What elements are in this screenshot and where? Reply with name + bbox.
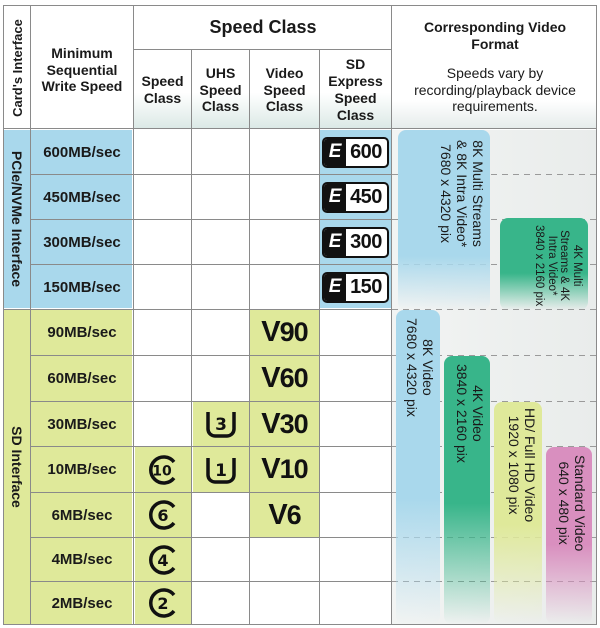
label-line: 7680 x 4320 pix <box>437 144 454 243</box>
label-line: 4K Video <box>470 385 486 442</box>
video-class-band <box>250 310 319 538</box>
uhs-value: 3 <box>215 415 227 435</box>
speed-class-value: 2 <box>157 594 168 613</box>
video-class-value: 60 <box>279 363 309 393</box>
speed-class-c10-badge: 10 <box>134 447 191 492</box>
label-4k-multi-streams: 4K Multi Streams & 4K Intra Video* 3840 … <box>532 225 583 306</box>
label-4k-video: 4K Video 3840 x 2160 pix <box>454 364 486 463</box>
label-line: Intra Video* <box>545 235 558 296</box>
sd-express-e-icon: E <box>324 228 347 256</box>
speed-class-c-icon: 6 <box>148 500 175 530</box>
sd-express-e-icon: E <box>324 183 347 211</box>
label-hd-video: HD/ Full HD Video 1920 x 1080 pix <box>506 408 538 522</box>
sd-express-e-icon: E <box>324 273 347 301</box>
speed-label-4: 4MB/sec <box>51 551 113 568</box>
speed-label-10: 10MB/sec <box>47 461 117 478</box>
col-speed-class-header: Speed Class <box>141 73 184 106</box>
label-line: 3840 x 2160 pix <box>533 225 546 307</box>
label-8k-multi-streams: 8K Multi Streams & 8K Intra Video* 7680 … <box>438 140 486 247</box>
speed-class-value: 10 <box>152 463 172 479</box>
speed-class-group-header: Speed Class <box>209 17 317 38</box>
uhs-u3-badge: 3 <box>192 402 249 446</box>
label-line: 640 x 480 pix <box>555 461 572 545</box>
bar-hd-video <box>494 402 542 624</box>
bar-8k-video <box>396 310 440 624</box>
label-line: & 8K Intra Video* <box>453 140 470 248</box>
bar-4k-video <box>444 356 490 624</box>
uhs-u-icon: 1 <box>205 457 236 484</box>
sd-express-value: 300 <box>350 230 382 253</box>
header-gradient-format <box>392 100 596 128</box>
label-line: 3840 x 2160 pix <box>453 364 470 463</box>
sd-express-value: 450 <box>350 185 382 208</box>
min-write-speed-header: Minimum Sequential Write Speed <box>41 44 123 95</box>
speed-class-c-icon: 4 <box>148 544 175 575</box>
video-class-value: 30 <box>279 408 309 439</box>
label-line: Streams & 4K <box>558 230 571 302</box>
speed-class-band <box>135 447 192 624</box>
speed-label-2: 2MB/sec <box>51 594 113 612</box>
label-line: 8K Multi Streams <box>470 140 486 247</box>
sd-band <box>4 310 132 624</box>
bar-8k-multi-streams <box>398 130 490 310</box>
video-class-value: 6 <box>286 499 302 530</box>
label-standard-video: Standard Video 640 x 480 pix <box>556 455 588 551</box>
sd-interface-label: SD Interface <box>9 426 25 508</box>
speed-label-30: 30MB/sec <box>47 415 117 433</box>
sd-express-e-icon: E <box>324 138 347 166</box>
speed-class-c6-badge: 6 <box>134 493 191 537</box>
label-line: 1920 x 1080 pix <box>505 415 522 515</box>
video-v-icon: V <box>261 316 280 348</box>
col-video-header: Video Speed Class <box>263 64 306 115</box>
speed-class-c2-badge: 2 <box>134 582 191 624</box>
col-sd-express-header: SD Express Speed Class <box>328 56 383 123</box>
sd-express-value: 600 <box>350 140 382 163</box>
video-format-note: Speeds vary by recording/playback device… <box>414 64 576 115</box>
video-format-title: Corresponding Video Format <box>423 19 567 52</box>
label-8k-video: 8K Video 7680 x 4320 pix <box>404 318 436 417</box>
cards-interface-header: Card's Interface <box>9 19 25 117</box>
label-line: 4K Multi <box>571 244 583 287</box>
video-class-value: 90 <box>279 317 309 347</box>
speed-label-6: 6MB/sec <box>51 506 113 524</box>
speed-class-c4-badge: 4 <box>134 538 191 581</box>
label-line: 8K Video <box>420 339 436 396</box>
col-uhs-header: UHS Speed Class <box>199 64 242 115</box>
bar-standard-video <box>546 447 592 624</box>
label-line: Standard Video <box>572 455 588 552</box>
video-v-icon: V <box>268 498 287 531</box>
label-line: HD/ Full HD Video <box>522 408 538 523</box>
speed-class-value: 6 <box>157 506 168 525</box>
video-v-icon: V <box>261 453 280 485</box>
speed-label-450: 450MB/sec <box>43 188 121 206</box>
uhs-value: 1 <box>215 461 227 481</box>
video-class-value: 10 <box>279 454 309 484</box>
speed-label-600: 600MB/sec <box>43 143 121 161</box>
pcie-interface-label: PCIe/NVMe Interface <box>9 150 25 288</box>
video-v-icon: V <box>261 407 280 440</box>
speed-label-90: 90MB/sec <box>47 324 117 341</box>
uhs-u-icon: 3 <box>205 412 236 438</box>
header-gradient-speedclass <box>134 50 392 128</box>
speed-class-c-icon: 10 <box>148 454 175 485</box>
video-v-icon: V <box>261 362 280 394</box>
speed-class-value: 4 <box>157 551 168 570</box>
speed-class-c-icon: 2 <box>148 588 175 618</box>
uhs-u1-badge: 1 <box>192 447 249 492</box>
speed-label-150: 150MB/sec <box>43 278 121 296</box>
speed-label-60: 60MB/sec <box>47 370 117 387</box>
sd-express-value: 150 <box>350 275 382 298</box>
speed-label-300: 300MB/sec <box>43 233 121 251</box>
bar-4k-multi-streams <box>500 218 588 310</box>
label-line: 7680 x 4320 pix <box>403 318 420 417</box>
